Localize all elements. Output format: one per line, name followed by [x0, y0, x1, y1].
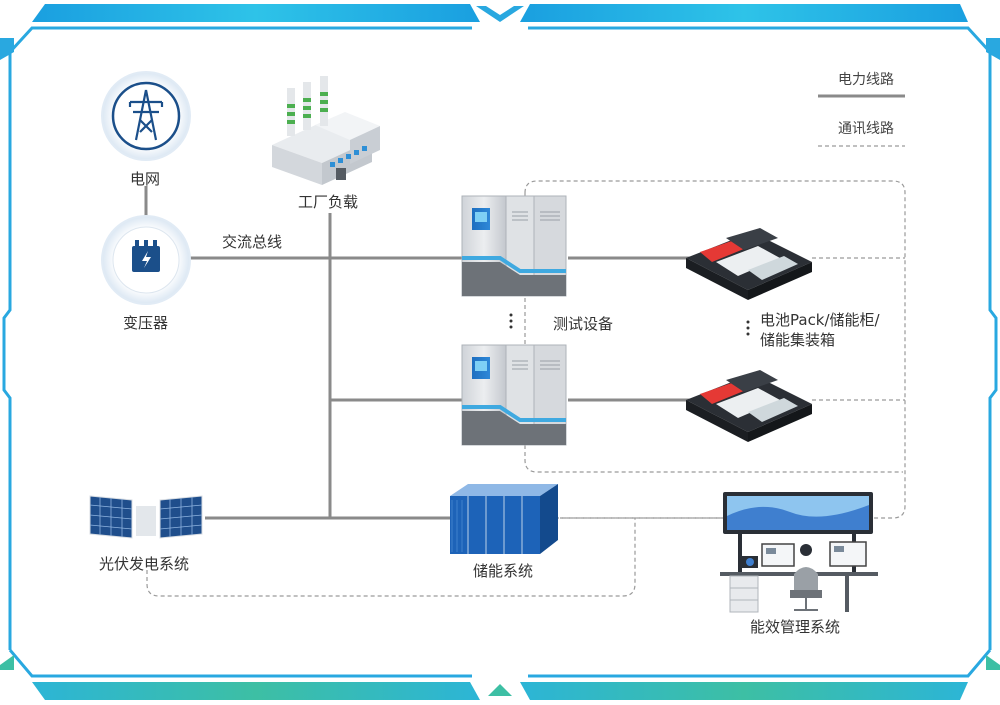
energy-management-icon	[720, 492, 878, 613]
power-tower-icon	[101, 71, 191, 161]
grid-label: 电网	[130, 170, 161, 188]
solar-panel-icon	[89, 495, 203, 539]
transformer-label: 变压器	[123, 314, 169, 332]
test-equipment-cabinet-2	[461, 344, 567, 446]
test-equipment-label: 测试设备	[553, 315, 614, 333]
factory-icon	[272, 76, 380, 185]
ems-label: 能效管理系统	[750, 618, 841, 636]
legend-power-label: 电力线路	[838, 72, 894, 88]
comm-lines	[146, 180, 906, 597]
battery-label-line2: 储能集装箱	[760, 331, 836, 349]
legend-comm-label: 通讯线路	[838, 121, 894, 137]
factory-load-label: 工厂负载	[298, 193, 359, 211]
decorative-frame	[0, 4, 1000, 700]
test-equipment-cabinet-1	[461, 195, 567, 297]
storage-system-label: 储能系统	[473, 562, 534, 580]
battery-pack-2	[686, 370, 812, 442]
pv-system-label: 光伏发电系统	[99, 555, 190, 573]
battery-label-line1: 电池Pack/储能柜/	[760, 311, 880, 329]
battery-pack-1	[686, 228, 812, 300]
ac-bus-label: 交流总线	[222, 233, 283, 251]
ellipsis-dots-battery	[746, 320, 750, 336]
transformer-icon	[101, 215, 191, 305]
storage-container-icon	[450, 484, 558, 554]
power-lines	[144, 186, 690, 520]
ellipsis-dots-test	[509, 313, 513, 329]
